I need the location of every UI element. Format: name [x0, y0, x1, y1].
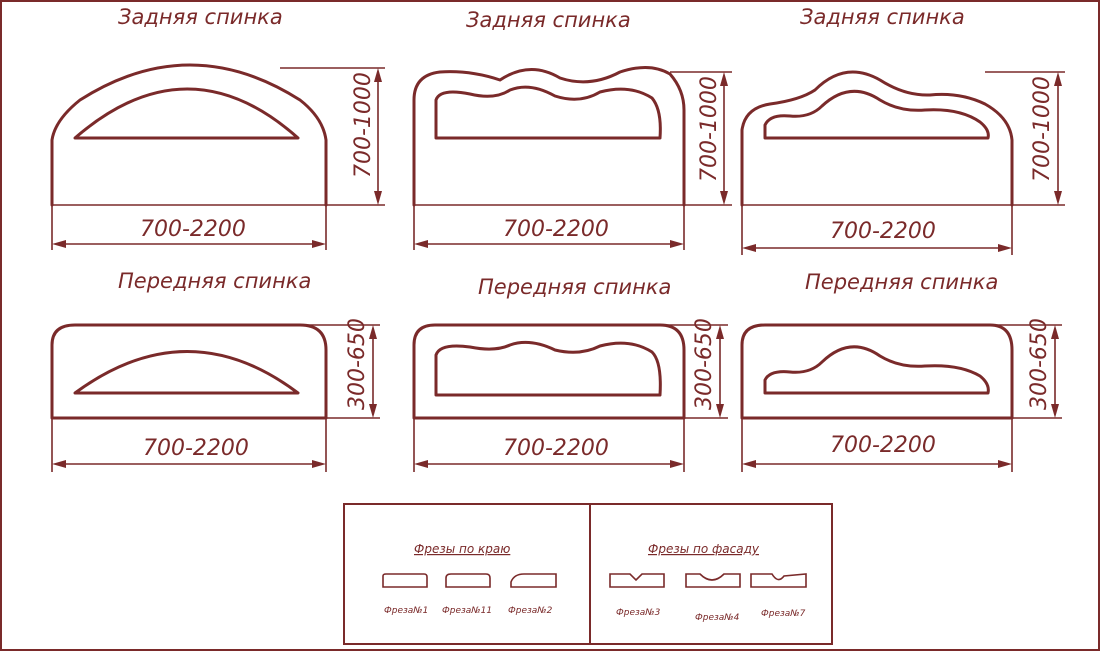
back-panel-2-width: 700-2200: [503, 217, 609, 242]
back-panel-1-cutout: [73, 87, 300, 140]
front-panel-2-title: Передняя спинка: [478, 275, 671, 299]
back-panel-2-title: Задняя спинка: [466, 8, 631, 32]
back-panel-1-height: 700-1000: [351, 72, 376, 178]
edge-cutters-heading: Фрезы по краю: [414, 542, 510, 556]
front-panel-3-cutout: [763, 345, 990, 395]
cutter-2-shape: [510, 573, 557, 588]
cutter-1-label: Фреза№1: [384, 606, 428, 616]
cutter-3-shape: [609, 573, 665, 588]
cutter-4-shape: [685, 573, 741, 588]
back-panel-3-width: 700-2200: [830, 219, 936, 244]
back-panel-2: Задняя спинка 700-2200 700-1000: [412, 8, 732, 250]
front-panel-3-title: Передняя спинка: [805, 270, 998, 294]
cutter-11-shape: [445, 573, 491, 588]
cutter-4-label: Фреза№4: [695, 613, 740, 623]
front-panel-1-width: 700-2200: [143, 436, 249, 461]
back-panel-3-height: 700-1000: [1030, 76, 1055, 182]
back-panel-2-height: 700-1000: [697, 76, 722, 182]
cutter-7-label: Фреза№7: [761, 609, 806, 619]
front-panel-3-width: 700-2200: [830, 433, 936, 458]
cutter-legend: Фрезы по краю Фрезы по фасаду Фреза№1 Фр…: [343, 503, 833, 645]
front-panel-3-height: 300-650: [1027, 318, 1052, 410]
cutter-3-label: Фреза№3: [616, 608, 661, 618]
facade-cutters-heading: Фрезы по фасаду: [648, 542, 760, 556]
cutter-1-shape: [382, 573, 428, 588]
back-panel-3: Задняя спинка 700-2200 700-1000: [740, 5, 1065, 255]
front-panel-2-outline: [412, 323, 686, 420]
front-panel-2-cutout: [434, 340, 662, 397]
back-panel-3-cutout: [763, 89, 990, 140]
front-panel-3: Передняя спинка 700-2200 300-650: [740, 270, 1062, 472]
front-panel-1-outline: [50, 323, 328, 420]
front-panel-1-height: 300-650: [345, 318, 370, 410]
cutter-2-label: Фреза№2: [508, 606, 553, 616]
back-panel-1-title: Задняя спинка: [118, 5, 283, 29]
front-panel-1-title: Передняя спинка: [118, 269, 311, 293]
back-panel-1: Задняя спинка 700-2200 700-1000: [50, 5, 385, 250]
back-panel-2-outline: [412, 66, 686, 207]
front-panel-2: Передняя спинка 700-2200 300-650: [412, 275, 728, 472]
cutter-11-label: Фреза№11: [442, 606, 492, 616]
front-panel-1: Передняя спинка 700-2200 300-650: [50, 269, 380, 472]
back-panel-1-width: 700-2200: [140, 217, 246, 242]
legend-box: [343, 503, 833, 645]
cutter-7-shape: [750, 573, 807, 588]
back-panel-3-title: Задняя спинка: [800, 5, 965, 29]
back-panel-2-cutout: [434, 85, 662, 140]
front-panel-1-cutout: [73, 350, 300, 395]
back-panel-3-outline: [740, 70, 1014, 207]
back-panel-1-outline: [50, 63, 328, 207]
front-panel-2-height: 300-650: [692, 318, 717, 410]
front-panel-2-width: 700-2200: [503, 436, 609, 461]
